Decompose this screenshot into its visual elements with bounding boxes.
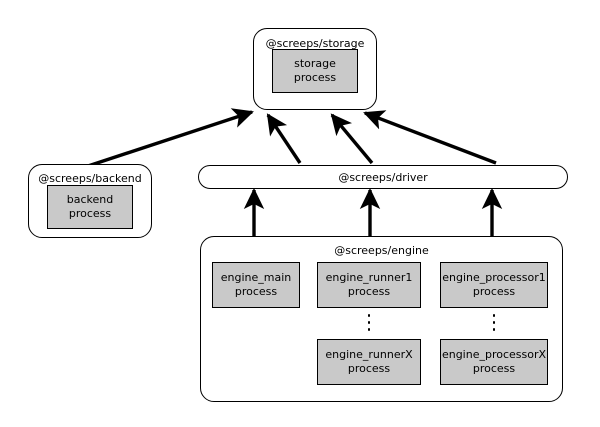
process-engine-runnerX-line2: process — [347, 362, 391, 375]
process-backend-line1: backend — [66, 192, 114, 206]
arrow-driver-mid-to-storage — [330, 113, 374, 165]
arrow-backend-to-storage — [87, 108, 254, 168]
module-storage-label: @screeps/storage — [265, 37, 365, 50]
module-driver-label: @screeps/driver — [338, 171, 428, 184]
vertical-ellipsis-icon-runner — [364, 314, 374, 331]
process-engine-main-line2: process — [234, 285, 278, 298]
process-storage-line1: storage — [294, 56, 336, 70]
module-driver[interactable]: @screeps/driver — [198, 165, 568, 189]
process-engine-runnerX-line1: engine_runnerX — [325, 347, 413, 361]
process-engine-runner1[interactable]: engine_runner1 process — [317, 262, 421, 308]
process-engine-processorX-line2: process — [472, 362, 516, 375]
process-engine-processor1[interactable]: engine_processor1 process — [440, 262, 548, 308]
vertical-ellipsis-icon-processor — [489, 314, 499, 331]
process-engine-processorX[interactable]: engine_processorX process — [440, 339, 548, 385]
arrow-driver-right-to-storage — [363, 110, 497, 165]
module-backend-label: @screeps/backend — [38, 172, 142, 185]
process-engine-processorX-line1: engine_processorX — [441, 347, 547, 361]
process-storage[interactable]: storage process — [272, 49, 358, 93]
arrow-driver-left-to-storage — [266, 113, 302, 164]
process-engine-main-line1: engine_main — [220, 270, 292, 284]
process-backend-line2: process — [68, 207, 112, 220]
process-engine-processor1-line2: process — [472, 285, 516, 298]
process-engine-runner1-line1: engine_runner1 — [325, 270, 413, 284]
process-engine-runnerX[interactable]: engine_runnerX process — [317, 339, 421, 385]
process-engine-processor1-line1: engine_processor1 — [442, 270, 546, 284]
process-backend[interactable]: backend process — [47, 185, 133, 229]
process-engine-main[interactable]: engine_main process — [212, 262, 300, 308]
process-storage-line2: process — [293, 71, 337, 84]
process-engine-runner1-line2: process — [347, 285, 391, 298]
module-engine-label: @screeps/engine — [334, 244, 429, 257]
